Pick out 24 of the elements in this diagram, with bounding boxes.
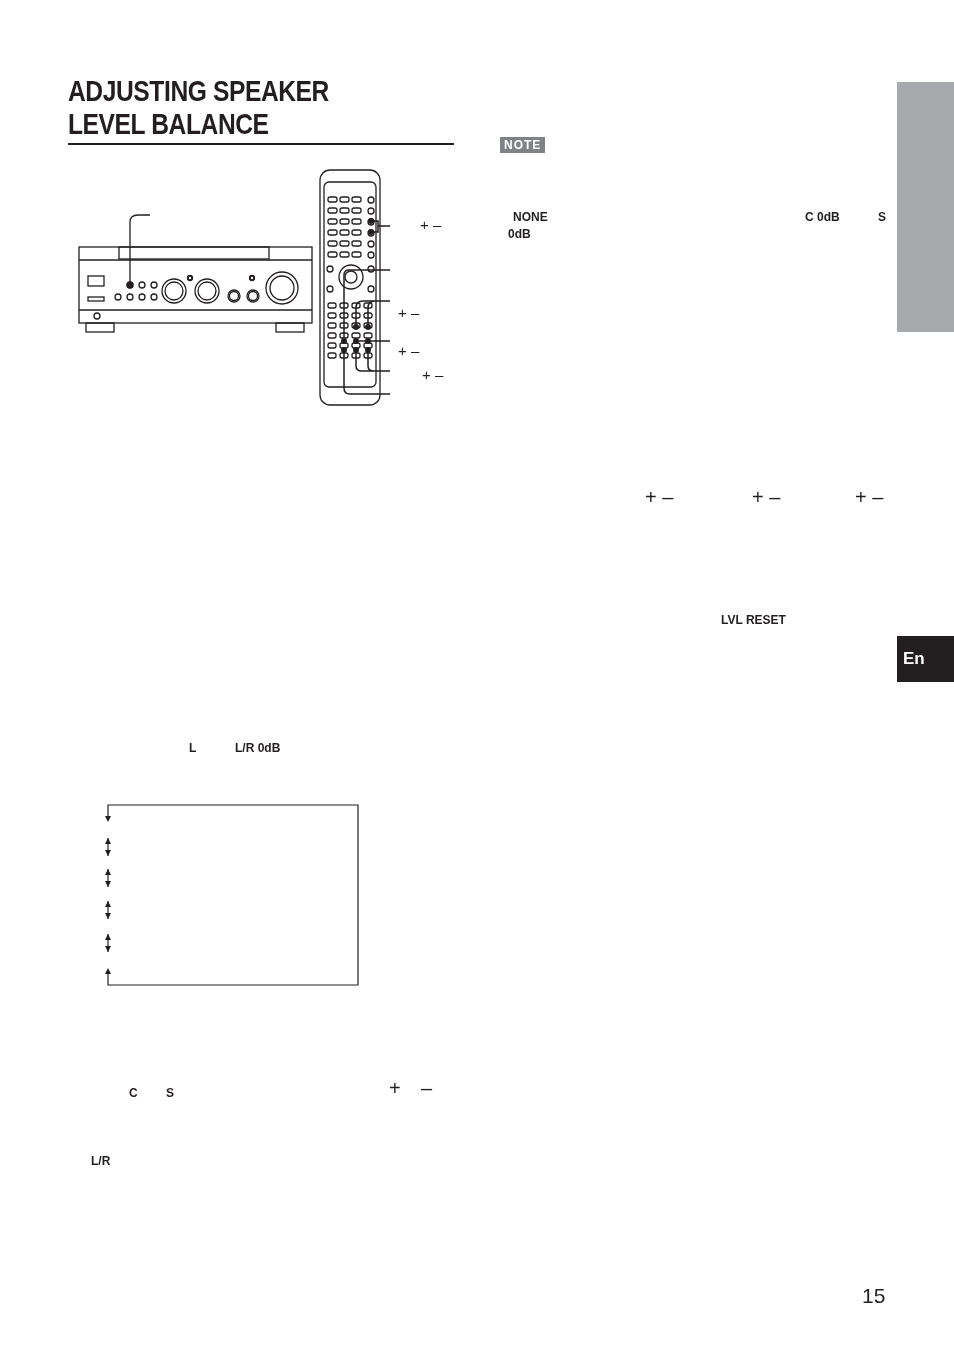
label-text: C <box>129 1086 138 1100</box>
button-symbol: + – <box>422 368 444 382</box>
label-text: S <box>878 210 886 224</box>
label-text: S <box>166 1086 174 1100</box>
label-text: C 0dB <box>805 210 840 224</box>
label-text: L/R <box>91 1154 111 1168</box>
button-symbol: + – <box>645 490 674 504</box>
note-badge: NOTE <box>500 137 546 153</box>
language-tab: En <box>897 636 954 682</box>
button-symbol: + – <box>398 306 420 320</box>
page-title: ADJUSTING SPEAKER LEVEL BALANCE <box>68 74 330 140</box>
button-symbol: + <box>389 1081 401 1095</box>
label-text: NONE <box>513 210 548 224</box>
button-symbol: + – <box>420 218 442 232</box>
label-text: L <box>189 741 197 755</box>
button-symbol: + – <box>855 490 884 504</box>
label-text: L/R 0dB <box>235 741 281 755</box>
button-symbol: + – <box>398 344 420 358</box>
page-number: 15 <box>862 1284 886 1308</box>
button-symbol: – <box>421 1081 433 1095</box>
label-text: LVL RESET <box>721 613 786 627</box>
button-symbol: + – <box>752 490 781 504</box>
side-tab <box>897 82 954 332</box>
label-text: 0dB <box>508 227 531 241</box>
